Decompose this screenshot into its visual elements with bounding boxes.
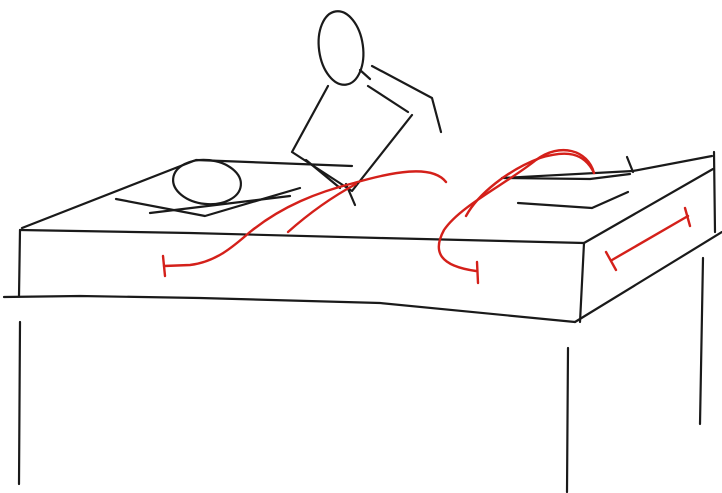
patient-feet-mark <box>627 157 633 172</box>
red-hook-curve-end-bar <box>477 262 478 283</box>
lying-patient <box>116 157 633 216</box>
standing-figure <box>292 8 441 205</box>
figure-head <box>314 8 368 87</box>
red-side-measurement-start-bar <box>606 252 616 270</box>
table-leg-right-back <box>700 258 703 424</box>
red-hook-curve-annotation <box>439 150 594 283</box>
table-front-bottom-edge <box>4 296 575 322</box>
red-annotation-drawing <box>163 150 690 283</box>
table-leg-left <box>19 322 20 484</box>
red-left-curve-annotation <box>163 171 446 276</box>
red-side-measurement-annotation <box>606 208 690 270</box>
table <box>4 152 722 492</box>
black-outline-drawing <box>4 8 722 492</box>
table-top-back-left-edge <box>22 160 352 228</box>
table-top-front-edge <box>20 230 584 243</box>
red-left-curve-secondary <box>288 184 356 232</box>
patient-shoulder-line <box>116 188 300 216</box>
patient-legs-lower <box>518 192 628 208</box>
table-front-left-corner <box>19 230 20 296</box>
patient-head <box>171 157 243 208</box>
table-leg-right-front <box>567 348 568 492</box>
red-side-measurement-line <box>612 216 688 260</box>
figure-neck <box>360 70 370 79</box>
red-left-curve-end-bar <box>163 256 165 276</box>
figure-back-line <box>368 86 408 112</box>
table-top-right-edge <box>584 169 713 243</box>
table-front-right-corner <box>580 243 584 322</box>
table-right-back-corner <box>714 152 715 232</box>
table-right-bottom-edge <box>575 232 722 322</box>
